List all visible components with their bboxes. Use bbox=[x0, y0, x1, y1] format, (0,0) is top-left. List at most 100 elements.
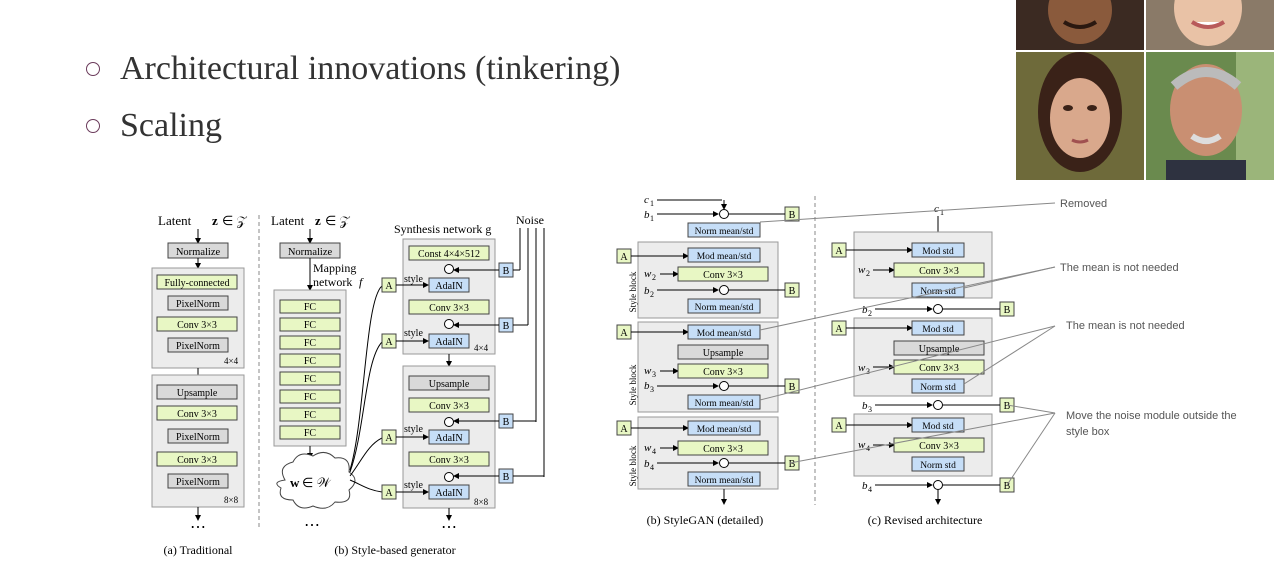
svg-text:∈ 𝒵: ∈ 𝒵 bbox=[222, 213, 248, 228]
panel-traditional: Latent z ∈ 𝒵 Normalize Fully-connected P… bbox=[151, 213, 248, 557]
svg-text:3: 3 bbox=[652, 370, 656, 379]
svg-text:b: b bbox=[644, 380, 650, 392]
svg-text:Conv 3×3: Conv 3×3 bbox=[429, 401, 469, 412]
noise-label: Noise bbox=[516, 213, 544, 227]
face-images bbox=[1016, 0, 1274, 180]
svg-text:FC: FC bbox=[304, 392, 317, 403]
svg-text:FC: FC bbox=[304, 320, 317, 331]
svg-text:Conv 3×3: Conv 3×3 bbox=[703, 444, 743, 455]
svg-text:z: z bbox=[315, 213, 321, 228]
caption-style-based: (b) Style-based generator bbox=[334, 543, 455, 557]
svg-text:B: B bbox=[1004, 481, 1011, 492]
w-in-w-label: ∈ 𝒲 bbox=[302, 475, 332, 490]
svg-text:Norm std: Norm std bbox=[920, 461, 956, 471]
svg-text:Conv 3×3: Conv 3×3 bbox=[703, 270, 743, 281]
svg-text:Upsample: Upsample bbox=[919, 344, 960, 355]
svg-text:B: B bbox=[1004, 305, 1011, 316]
res-label: 8×8 bbox=[224, 495, 239, 505]
svg-text:AdaIN: AdaIN bbox=[435, 433, 462, 444]
svg-text:FC: FC bbox=[304, 338, 317, 349]
normalize-box-b: Normalize bbox=[288, 247, 333, 258]
svg-text:⋯: ⋯ bbox=[304, 517, 320, 534]
svg-text:c: c bbox=[644, 194, 649, 206]
bullet-text: Scaling bbox=[120, 107, 222, 144]
upsample-box: Upsample bbox=[177, 388, 218, 399]
svg-text:Style block: Style block bbox=[628, 364, 638, 405]
bullet-scaling: Scaling bbox=[86, 107, 222, 145]
svg-text:∈ 𝒵: ∈ 𝒵 bbox=[325, 213, 351, 228]
caption-revised-architecture: (c) Revised architecture bbox=[868, 513, 983, 527]
svg-text:B: B bbox=[503, 472, 510, 483]
annotation-mean-not-needed-2: The mean is not needed bbox=[1066, 320, 1185, 332]
svg-text:Norm std: Norm std bbox=[920, 383, 956, 393]
svg-text:AdaIN: AdaIN bbox=[435, 281, 462, 292]
svg-text:2: 2 bbox=[866, 269, 870, 278]
svg-text:A: A bbox=[835, 421, 843, 432]
svg-text:A: A bbox=[385, 281, 393, 292]
svg-text:A: A bbox=[385, 488, 393, 499]
svg-text:4: 4 bbox=[652, 447, 656, 456]
svg-text:FC: FC bbox=[304, 374, 317, 385]
conv-box: Conv 3×3 bbox=[177, 320, 217, 331]
svg-text:b: b bbox=[862, 400, 868, 412]
svg-text:w: w bbox=[858, 362, 866, 374]
svg-text:4: 4 bbox=[650, 463, 654, 472]
svg-text:FC: FC bbox=[304, 356, 317, 367]
svg-text:w: w bbox=[644, 268, 652, 280]
svg-text:z: z bbox=[212, 213, 218, 228]
svg-text:Style block: Style block bbox=[628, 445, 638, 486]
svg-text:AdaIN: AdaIN bbox=[435, 337, 462, 348]
svg-text:A: A bbox=[620, 252, 628, 263]
annotation-noise-outside-1: Move the noise module outside the bbox=[1066, 410, 1237, 422]
svg-text:Mod std: Mod std bbox=[922, 422, 954, 432]
bullet-circle-icon bbox=[86, 62, 100, 76]
svg-text:Conv 3×3: Conv 3×3 bbox=[429, 303, 469, 314]
svg-text:style: style bbox=[404, 480, 423, 491]
svg-text:Mod std: Mod std bbox=[922, 325, 954, 335]
res-label: 4×4 bbox=[224, 356, 239, 366]
continuation-dots: ⋯ bbox=[190, 519, 206, 536]
svg-text:4×4: 4×4 bbox=[474, 343, 489, 353]
fully-connected-box: Fully-connected bbox=[165, 278, 230, 289]
svg-text:FC: FC bbox=[304, 410, 317, 421]
svg-text:b: b bbox=[644, 458, 650, 470]
svg-text:Norm mean/std: Norm mean/std bbox=[695, 303, 754, 313]
svg-text:FC: FC bbox=[304, 428, 317, 439]
network-label: network bbox=[313, 275, 352, 289]
conv-box: Conv 3×3 bbox=[177, 409, 217, 420]
svg-text:w: w bbox=[858, 264, 866, 276]
bullet-text: Architectural innovations (tinkering) bbox=[120, 50, 621, 87]
svg-text:Mod mean/std: Mod mean/std bbox=[697, 252, 752, 262]
svg-text:A: A bbox=[385, 433, 393, 444]
pixelnorm-box: PixelNorm bbox=[176, 477, 220, 488]
svg-text:AdaIN: AdaIN bbox=[435, 488, 462, 499]
svg-text:Mod std: Mod std bbox=[922, 247, 954, 257]
svg-text:Mod mean/std: Mod mean/std bbox=[697, 329, 752, 339]
svg-text:⋯: ⋯ bbox=[441, 519, 457, 536]
conv-box: Conv 3×3 bbox=[177, 455, 217, 466]
mapping-label: Mapping bbox=[313, 261, 356, 275]
svg-text:f: f bbox=[359, 275, 364, 289]
svg-text:w: w bbox=[290, 475, 300, 490]
svg-text:1: 1 bbox=[650, 199, 654, 208]
svg-text:Norm std: Norm std bbox=[920, 287, 956, 297]
svg-text:Conv 3×3: Conv 3×3 bbox=[703, 367, 743, 378]
annotation-removed: Removed bbox=[1060, 198, 1107, 210]
svg-text:w: w bbox=[644, 365, 652, 377]
svg-text:Conv 3×3: Conv 3×3 bbox=[919, 266, 959, 277]
svg-text:Const 4×4×512: Const 4×4×512 bbox=[418, 249, 480, 260]
panel-style-based-generator: Latent z ∈ 𝒵 Normalize Mapping network f… bbox=[271, 213, 545, 557]
svg-text:1: 1 bbox=[940, 208, 944, 217]
svg-text:B: B bbox=[1004, 401, 1011, 412]
svg-text:Norm mean/std: Norm mean/std bbox=[695, 227, 754, 237]
svg-text:A: A bbox=[620, 424, 628, 435]
generated-faces-grid bbox=[1016, 0, 1274, 180]
annotations bbox=[759, 202, 1056, 486]
caption-stylegan-detailed: (b) StyleGAN (detailed) bbox=[647, 513, 764, 527]
svg-text:4: 4 bbox=[868, 485, 872, 494]
svg-text:B: B bbox=[503, 266, 510, 277]
svg-text:c: c bbox=[934, 203, 939, 215]
svg-text:Conv 3×3: Conv 3×3 bbox=[919, 363, 959, 374]
svg-text:B: B bbox=[503, 321, 510, 332]
